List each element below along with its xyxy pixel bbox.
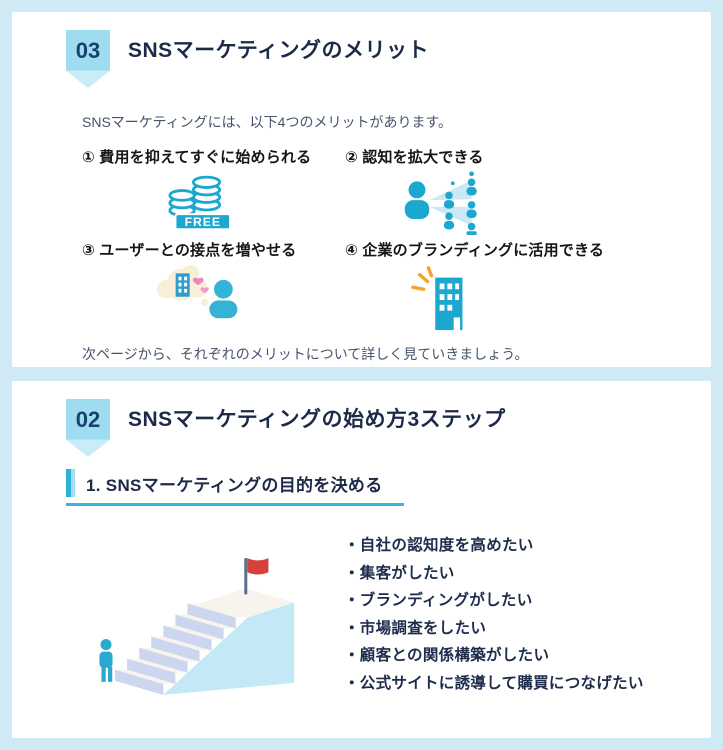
step-accent-bar xyxy=(66,469,75,497)
merit-label: ② 認知を拡大できる xyxy=(345,149,484,166)
goal-item: ・市場調査をしたい xyxy=(344,619,487,637)
intro-text: SNSマーケティングには、以下4つのメリットがあります。 xyxy=(82,114,453,130)
merit-item: ④ 企業のブランディングに活用できる xyxy=(345,239,675,332)
steps-header: 02 SNSマーケティングの始め方3ステップ xyxy=(66,399,675,457)
goals-list: ・自社の認知度を高めたい ・集客がしたい ・ブランディングがしたい ・市場調査を… xyxy=(344,532,644,713)
footer-note: 次ページから、それぞれのメリットについて詳しく見ていきましょう。 xyxy=(82,346,529,362)
svg-text:FREE: FREE xyxy=(185,215,221,229)
climbing-person-icon xyxy=(99,639,113,682)
section-number-badge: 03 xyxy=(66,30,110,88)
merit-item: ① 費用を抑えてすぐに始められる FREE xyxy=(82,146,345,235)
merit-label: ③ ユーザーとの接点を増やせる xyxy=(82,242,297,259)
goal-item: ・顧客との関係構築がしたい xyxy=(344,647,550,664)
merits-card: 03 SNSマーケティングのメリット SNSマーケティングには、以下4つのメリッ… xyxy=(12,12,711,367)
section-number-badge: 02 xyxy=(66,399,110,457)
steps-card: 02 SNSマーケティングの始め方3ステップ 1. SNSマーケティングの目的を… xyxy=(12,381,711,738)
merit-item: ③ ユーザーとの接点を増やせる xyxy=(82,239,345,332)
merit-grid: ① 費用を抑えてすぐに始められる FREE xyxy=(82,146,675,332)
section-number: 03 xyxy=(75,38,101,63)
user-touchpoint-icon xyxy=(156,264,238,319)
merit-label: ④ 企業のブランディングに活用できる xyxy=(345,242,605,259)
goal-item: ・自社の認知度を高めたい xyxy=(344,537,534,554)
section-title: SNSマーケティングのメリット xyxy=(128,39,429,62)
goal-item: ・集客がしたい xyxy=(344,564,455,582)
merits-header: 03 SNSマーケティングのメリット xyxy=(66,30,675,88)
goal-flag-icon xyxy=(244,558,269,595)
staircase xyxy=(115,603,248,695)
awareness-spread-icon xyxy=(404,171,477,235)
company-branding-icon xyxy=(411,266,463,331)
merit-item: ② 認知を拡大できる xyxy=(345,146,675,235)
step1-content: ・自社の認知度を高めたい ・集客がしたい ・ブランディングがしたい ・市場調査を… xyxy=(66,532,675,713)
section-number: 02 xyxy=(75,407,101,432)
goal-item: ・ブランディングがしたい xyxy=(344,592,533,609)
section-title: SNSマーケティングの始め方3ステップ xyxy=(128,408,506,431)
merit-label: ① 費用を抑えてすぐに始められる xyxy=(82,149,312,166)
goal-item: ・公式サイトに誘導して購買につなげたい xyxy=(344,674,644,692)
stairs-goal-illustration xyxy=(99,558,295,695)
free-coins-icon: FREE xyxy=(168,175,231,231)
step1-heading-label: 1. SNSマーケティングの目的を決める xyxy=(86,475,383,495)
step1-heading: 1. SNSマーケティングの目的を決める xyxy=(66,469,404,506)
